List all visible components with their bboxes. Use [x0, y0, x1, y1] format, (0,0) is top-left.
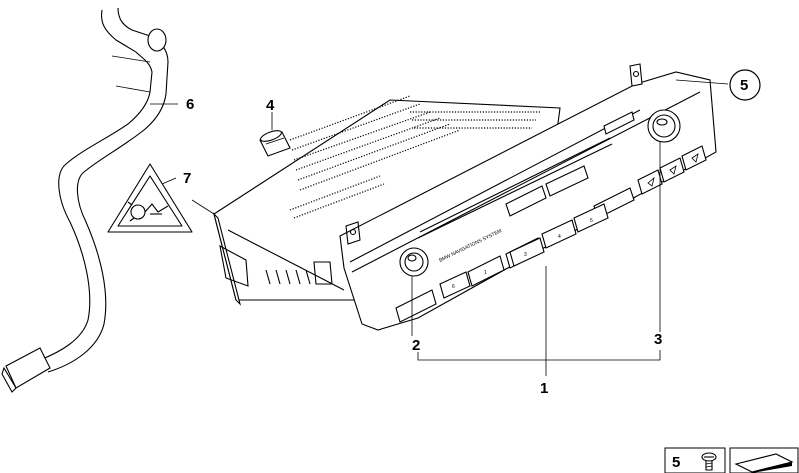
menu-knob-part [647, 109, 681, 143]
fuse-part [259, 130, 291, 157]
svg-text:4: 4 [558, 234, 561, 240]
preset-buttons: 1 2 3 4 5 6 [439, 203, 609, 299]
preset-button-3: 3 [509, 237, 545, 267]
callout-7: 7 [183, 170, 191, 187]
antenna-cable-part [1, 7, 169, 393]
preset-button-1: 1 [467, 255, 505, 287]
callout-2: 2 [412, 337, 420, 354]
preset-button-5: 5 [573, 203, 609, 233]
callout-3: 3 [654, 331, 662, 348]
preset-button-6: 6 [439, 271, 471, 299]
wedge-icon [734, 453, 794, 473]
svg-text:1: 1 [484, 270, 487, 276]
svg-text:3: 3 [524, 252, 527, 258]
footer-legend: 5 [664, 447, 799, 473]
navigation-head-unit: 1 2 3 4 5 6 BM [212, 63, 717, 331]
warning-label-part [107, 163, 193, 233]
svg-text:5: 5 [590, 218, 593, 224]
callout-5: 5 [740, 77, 748, 94]
svg-text:6: 6 [452, 284, 455, 290]
plug-icon [127, 201, 169, 222]
callout-4: 4 [266, 97, 275, 114]
legend-callout-5: 5 [672, 454, 680, 471]
screw-icon [701, 452, 717, 471]
callout-1: 1 [540, 380, 548, 397]
leader-lines [150, 79, 729, 376]
volume-knob-part [399, 247, 429, 277]
callout-labels: 6 7 4 5 2 3 1 [183, 69, 761, 397]
callout-5-circle: 5 [729, 69, 761, 101]
callout-6: 6 [186, 96, 194, 113]
preset-button-4: 4 [541, 219, 577, 249]
screw-legend-box [664, 447, 726, 473]
